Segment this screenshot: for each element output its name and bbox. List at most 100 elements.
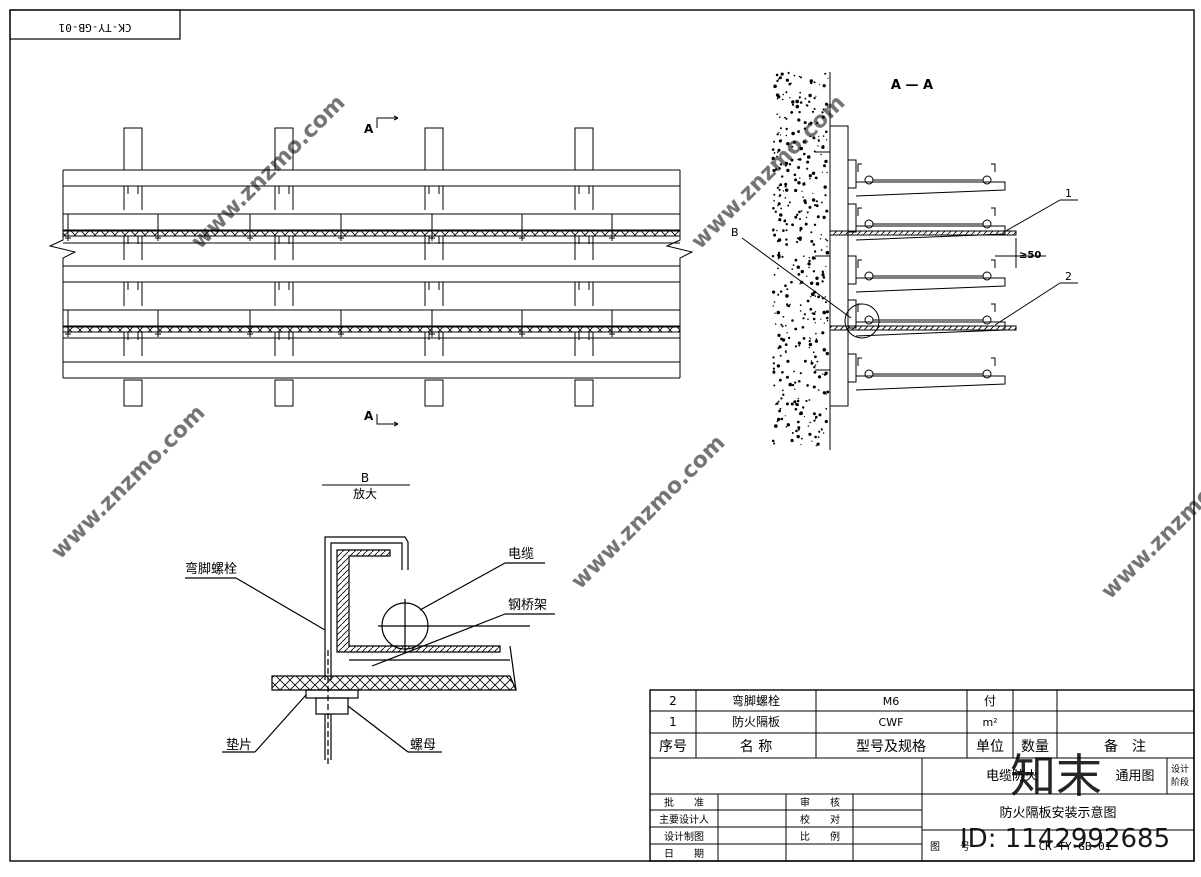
concrete-speckle: [777, 267, 779, 270]
concrete-speckle: [805, 216, 808, 219]
concrete-speckle: [810, 361, 814, 365]
concrete-speckle: [787, 336, 791, 340]
concrete-speckle: [817, 389, 820, 391]
concrete-speckle: [826, 239, 829, 242]
concrete-speckle: [781, 175, 784, 178]
concrete-speckle: [809, 135, 811, 138]
concrete-speckle: [779, 127, 782, 130]
bracket-bolt: [982, 315, 992, 325]
concrete-speckle: [812, 270, 816, 273]
detail-title: B: [361, 471, 369, 485]
concrete-speckle: [775, 73, 779, 77]
date-label: 日 期: [664, 848, 704, 860]
concrete-speckle: [773, 442, 776, 445]
concrete-speckle: [800, 76, 802, 79]
concrete-speckle: [780, 207, 783, 210]
concrete-speckle: [806, 211, 809, 214]
concrete-speckle: [825, 316, 829, 320]
concrete-speckle: [799, 283, 801, 285]
concrete-speckle: [782, 190, 785, 192]
concrete-speckle: [822, 432, 825, 434]
concrete-speckle: [797, 166, 801, 169]
concrete-speckle: [812, 412, 816, 416]
concrete-speckle: [810, 282, 813, 285]
concrete-speckle: [787, 304, 791, 308]
concrete-speckle: [778, 238, 780, 240]
concrete-speckle: [782, 316, 785, 318]
concrete-speckle: [785, 238, 788, 241]
concrete-speckle: [810, 231, 813, 234]
concrete-speckle: [799, 226, 803, 231]
plan-bracket: [424, 235, 444, 260]
concrete-speckle: [803, 255, 805, 257]
plan-bracket: [123, 185, 143, 210]
concrete-speckle: [794, 215, 798, 219]
concrete-speckle: [801, 326, 805, 329]
concrete-speckle: [800, 437, 803, 440]
concrete-speckle: [794, 258, 798, 262]
concrete-speckle: [786, 332, 788, 334]
concrete-speckle: [790, 158, 794, 162]
plan-bracket: [123, 331, 143, 356]
concrete-speckle: [812, 243, 816, 246]
concrete-speckle: [801, 190, 803, 192]
concrete-speckle: [816, 215, 820, 219]
plan-fixing-mark: [338, 235, 344, 337]
concrete-speckle: [824, 159, 828, 164]
plan-support-top: [274, 127, 294, 171]
concrete-speckle: [799, 177, 801, 179]
concrete-speckle: [808, 257, 811, 259]
concrete-speckle: [788, 82, 791, 86]
concrete-speckle: [777, 347, 780, 349]
concrete-speckle: [799, 411, 803, 416]
concrete-speckle: [797, 118, 801, 122]
concrete-speckle: [780, 323, 783, 326]
concrete-speckle: [791, 432, 794, 434]
concrete-speckle: [815, 332, 817, 335]
watermark-site-3: www.znzmo.com: [47, 400, 211, 564]
concrete-speckle: [824, 419, 828, 424]
approve-label: 批 准: [664, 796, 704, 809]
concrete-speckle: [784, 284, 787, 288]
plan-support-bottom: [123, 379, 143, 407]
concrete-speckle: [776, 79, 779, 83]
concrete-speckle: [805, 104, 808, 107]
drawn-label: 设计制图: [664, 830, 704, 843]
concrete-speckle: [778, 188, 781, 191]
concrete-speckle: [820, 318, 822, 320]
concrete-speckle: [771, 148, 775, 151]
concrete-speckle: [803, 121, 807, 125]
bracket-bolt: [982, 175, 992, 185]
concrete-speckle: [786, 288, 789, 291]
concrete-speckle: [799, 91, 802, 94]
callout-2: 2: [1065, 270, 1072, 283]
bom-row2-name: 弯脚螺栓: [732, 693, 780, 708]
concrete-speckle: [817, 145, 819, 147]
bracket-arm: [855, 375, 1006, 391]
concrete-speckle: [818, 135, 820, 137]
plan-bracket: [274, 331, 294, 356]
concrete-speckle: [799, 372, 802, 375]
concrete-speckle: [820, 234, 822, 236]
concrete-speckle: [809, 337, 811, 339]
concrete-speckle: [777, 400, 780, 403]
concrete-speckle: [822, 276, 826, 279]
concrete-speckle: [824, 301, 827, 304]
concrete-speckle: [819, 375, 821, 377]
concrete-speckle: [788, 163, 792, 166]
watermark-site-5: www.znzmo.com: [1097, 440, 1201, 604]
concrete-speckle: [822, 391, 827, 395]
concrete-speckle: [810, 81, 813, 85]
plan-bracket: [574, 331, 594, 356]
concrete-speckle: [826, 319, 829, 322]
concrete-speckle: [785, 223, 788, 226]
bom-header-note: 备 注: [1104, 738, 1146, 755]
concrete-speckle: [778, 194, 782, 197]
plan-fixing-mark: [429, 235, 435, 337]
concrete-speckle: [813, 419, 816, 422]
concrete-speckle: [813, 370, 817, 374]
concrete-speckle: [779, 116, 781, 118]
concrete-speckle: [815, 200, 818, 203]
stage-2: 阶段: [1171, 776, 1189, 788]
concrete-speckle: [797, 397, 799, 400]
